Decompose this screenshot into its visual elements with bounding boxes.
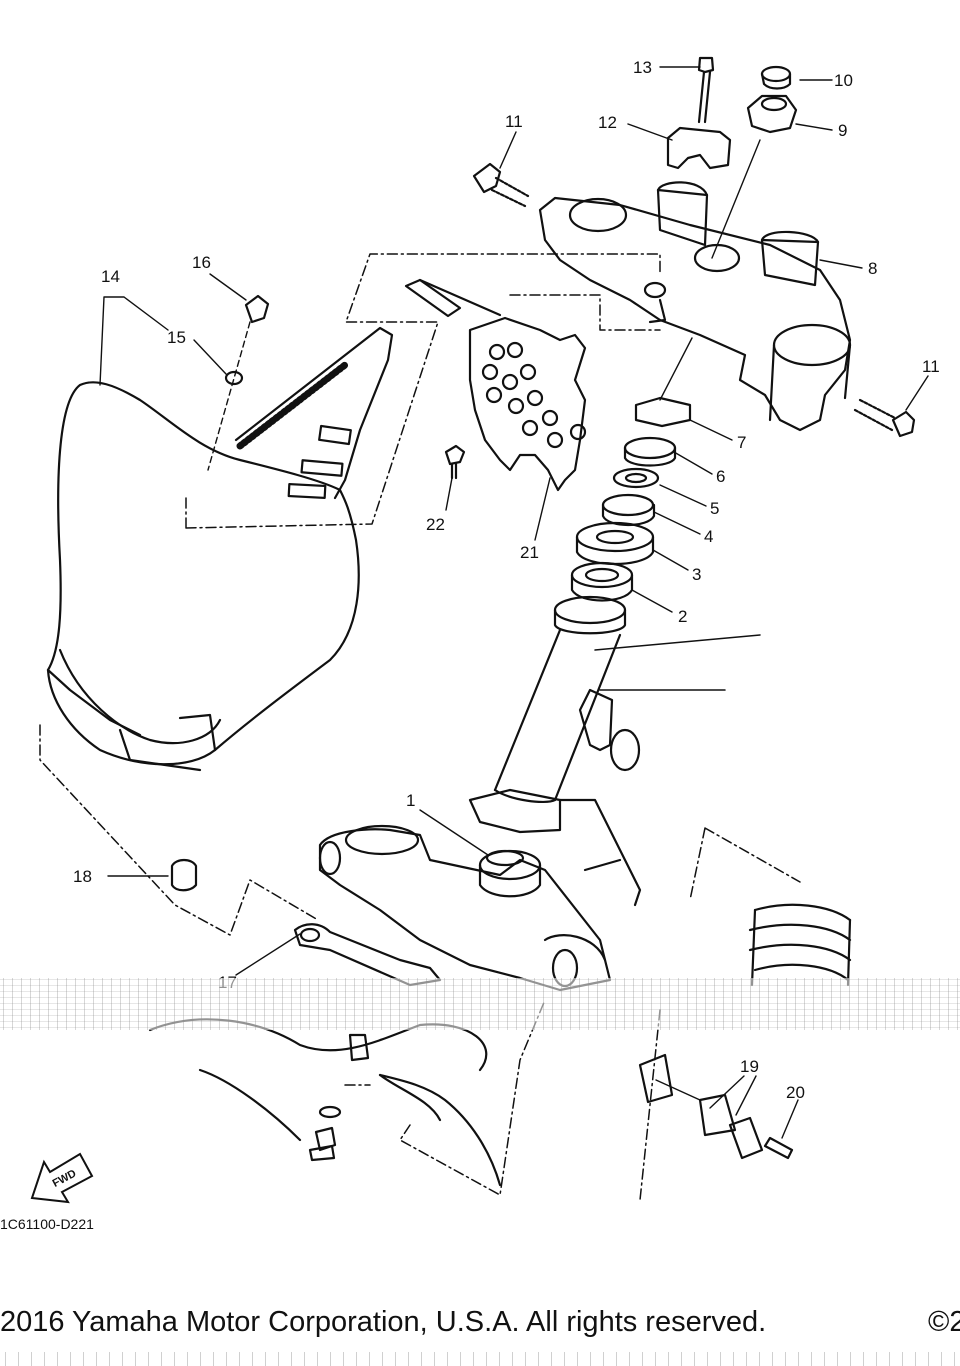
lower-assembly [39, 724, 794, 1196]
callout-12: 12 [598, 113, 617, 132]
diagram-code: 1C61100-D221 [0, 1216, 94, 1232]
callout-18: 18 [73, 867, 92, 886]
fork-boot [639, 827, 852, 1201]
callout-11-right: 11 [922, 357, 940, 376]
scan-noise-band [0, 978, 960, 1030]
leader-lines [99, 66, 929, 1139]
upper-bracket [538, 181, 852, 432]
copyright-notice-right: ©2 [928, 1306, 960, 1338]
callout-11-top: 11 [505, 112, 523, 131]
callout-labels: 13 10 9 12 11 8 11 7 6 5 4 3 2 1 14 16 1… [73, 58, 940, 1102]
steering-stem [318, 595, 761, 992]
callout-3: 3 [692, 565, 701, 584]
steering-stack [570, 396, 692, 602]
callout-2: 2 [678, 607, 687, 626]
callout-16: 16 [192, 253, 211, 272]
callout-19: 19 [740, 1057, 759, 1076]
headlight-cowl [46, 253, 661, 772]
callout-5: 5 [710, 499, 719, 518]
copyright-notice: 2016 Yamaha Motor Corporation, U.S.A. Al… [0, 1306, 767, 1338]
callout-13: 13 [633, 58, 652, 77]
callout-7: 7 [737, 433, 746, 452]
callout-15: 15 [167, 328, 186, 347]
callout-21: 21 [520, 543, 539, 562]
pinch-bolts [472, 162, 916, 438]
callout-8: 8 [868, 259, 877, 278]
cowl-fasteners [224, 294, 466, 480]
callout-4: 4 [704, 527, 713, 546]
bracket [404, 278, 661, 492]
callout-9: 9 [838, 121, 847, 140]
callout-22: 22 [426, 515, 445, 534]
handlebar-holder [666, 56, 798, 170]
callout-14: 14 [101, 267, 120, 286]
callout-1: 1 [406, 791, 415, 810]
callout-6: 6 [716, 467, 725, 486]
scan-noise-bottom [0, 1352, 960, 1366]
fwd-arrow-icon: FWD [30, 1152, 94, 1204]
callout-20: 20 [786, 1083, 805, 1102]
callout-10: 10 [834, 71, 853, 90]
